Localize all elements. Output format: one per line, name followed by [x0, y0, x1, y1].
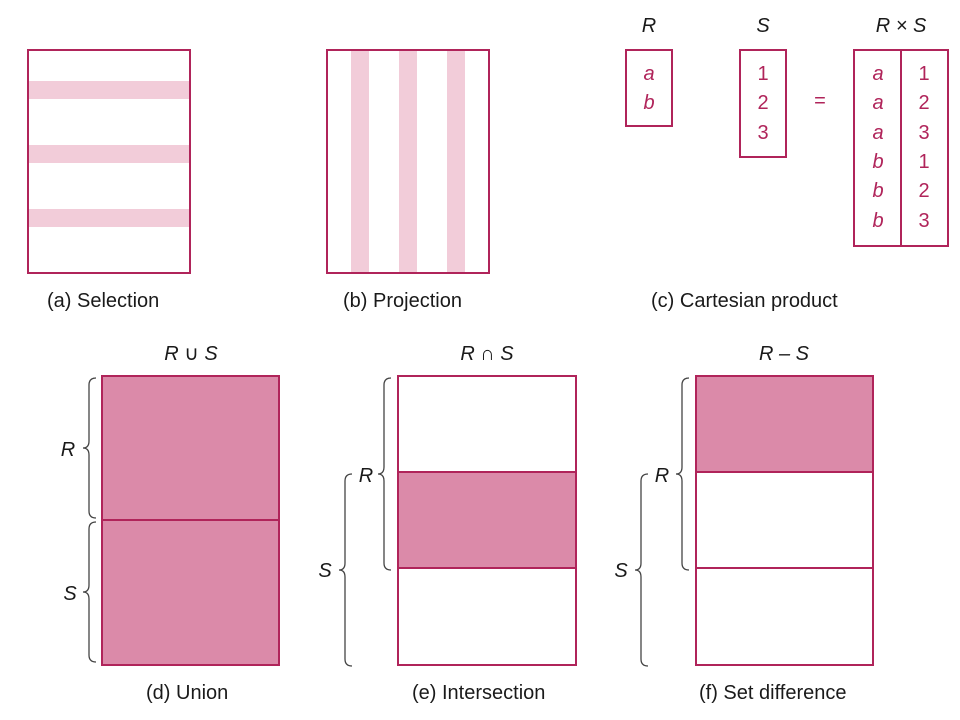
- r-relation-frame: [625, 49, 673, 127]
- union-r-brace: [82, 377, 97, 519]
- union-r-label: R: [61, 439, 75, 461]
- s-value-2: 2: [757, 92, 768, 114]
- difference-s-label: S: [614, 560, 628, 582]
- selection-panel: (a) Selection: [27, 49, 191, 312]
- intersection-caption: (e) Intersection: [412, 682, 545, 704]
- projection-column-2: [399, 50, 417, 273]
- projection-column-3: [447, 50, 465, 273]
- product-left-2: a: [872, 92, 883, 114]
- s-header: S: [756, 15, 770, 37]
- cartesian-panel: R S R × S a b 1 2 3 = a a a b b b 1 2 3 …: [625, 15, 949, 312]
- selection-relation-frame: [27, 49, 191, 274]
- union-caption: (d) Union: [146, 682, 228, 704]
- difference-caption: (f) Set difference: [699, 682, 846, 704]
- s-value-3: 3: [757, 122, 768, 144]
- product-right-column: 1 2 3 1 2 3: [918, 63, 929, 232]
- product-right-4: 1: [918, 151, 929, 173]
- rxs-header: R × S: [876, 15, 927, 37]
- intersection-r-label: R: [359, 465, 373, 487]
- r-value-1: a: [643, 63, 654, 85]
- projection-column-1: [351, 50, 369, 273]
- projection-relation-frame: [326, 49, 490, 274]
- intersection-s-brace: [338, 473, 353, 667]
- difference-frame: [695, 375, 874, 666]
- union-s-brace: [82, 521, 97, 663]
- equals-sign: =: [814, 90, 826, 112]
- product-right-3: 3: [918, 122, 929, 144]
- product-right-1: 1: [918, 63, 929, 85]
- intersection-shaded-area: [398, 472, 576, 568]
- product-left-5: b: [872, 180, 883, 202]
- difference-r-label: R: [655, 465, 669, 487]
- product-right-5: 2: [918, 180, 929, 202]
- intersection-panel: R ∩ S R S (e) Intersection: [318, 343, 577, 704]
- intersection-s-label: S: [318, 560, 332, 582]
- product-right-6: 3: [918, 210, 929, 232]
- projection-panel: (b) Projection: [326, 49, 490, 312]
- product-left-3: a: [872, 122, 883, 144]
- selection-band-3: [28, 209, 190, 227]
- difference-shaded-area: [696, 376, 873, 472]
- product-left-6: b: [872, 210, 883, 232]
- difference-panel: R – S R S (f) Set difference: [614, 343, 874, 704]
- difference-title: R – S: [759, 343, 810, 365]
- s-value-1: 1: [757, 63, 768, 85]
- selection-caption: (a) Selection: [47, 290, 159, 312]
- s-relation-frame: [739, 49, 787, 158]
- selection-band-2: [28, 145, 190, 163]
- difference-s-brace: [634, 473, 649, 667]
- projection-caption: (b) Projection: [343, 290, 462, 312]
- cartesian-caption: (c) Cartesian product: [651, 290, 838, 312]
- product-left-column: a a a b b b: [872, 63, 883, 232]
- intersection-r-brace: [377, 377, 392, 571]
- selection-band-1: [28, 81, 190, 99]
- r-header: R: [642, 15, 656, 37]
- intersection-title: R ∩ S: [460, 343, 514, 365]
- product-left-1: a: [872, 63, 883, 85]
- union-panel: R ∪ S R S (d) Union: [61, 343, 280, 704]
- r-value-2: b: [643, 92, 654, 114]
- difference-r-brace: [675, 377, 690, 571]
- product-left-4: b: [872, 151, 883, 173]
- union-frame: [101, 375, 280, 666]
- union-title: R ∪ S: [164, 343, 218, 365]
- union-s-label: S: [63, 583, 77, 605]
- product-right-2: 2: [918, 92, 929, 114]
- intersection-frame: [397, 375, 577, 666]
